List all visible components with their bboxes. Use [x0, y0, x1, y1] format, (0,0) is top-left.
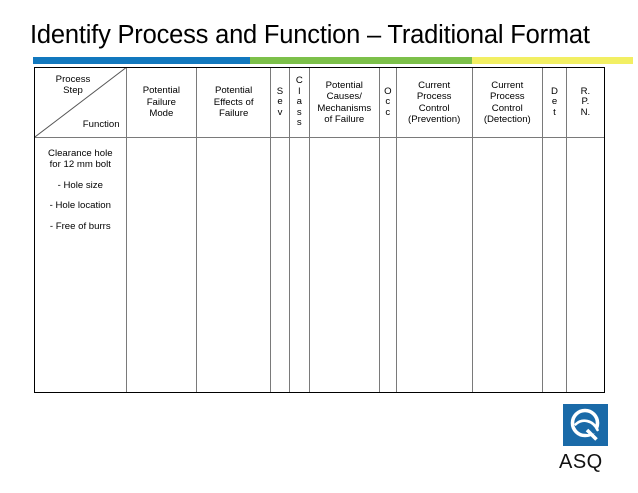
header-class-char2: l: [298, 85, 301, 97]
cell-prevention[interactable]: [397, 138, 473, 392]
cell-severity[interactable]: [271, 138, 290, 392]
asq-logo: ASQ: [557, 404, 619, 472]
cell-rpn[interactable]: [567, 138, 604, 392]
header-det-char2: e: [551, 96, 558, 108]
header-label-function: Function: [82, 118, 120, 130]
page-title: Identify Process and Function – Traditio…: [30, 21, 590, 49]
header-potential-failure-mode: Potential Failure Mode: [126, 68, 198, 138]
header-failure-mode-line2: Failure: [146, 96, 177, 108]
header-causes-line3: Mechanisms: [317, 102, 372, 114]
fmea-table: Process Step Function Potential Failure …: [34, 67, 605, 393]
header-failure-mode-line3: Mode: [149, 108, 174, 120]
header-causes-line2: Causes/: [326, 91, 362, 103]
header-detection-line1: Current: [491, 79, 524, 91]
header-sev-char2: e: [277, 96, 283, 108]
header-occurrence: O c c: [379, 68, 397, 138]
header-detection-line2: Process: [489, 91, 525, 103]
cell-class[interactable]: [290, 138, 310, 392]
header-class-char3: a: [296, 96, 302, 108]
header-occ-char3: c: [385, 106, 391, 118]
header-prevention-line3: Control: [418, 102, 450, 114]
header-severity: S e v: [271, 68, 290, 138]
header-detection-rating: D e t: [543, 68, 567, 138]
header-class-char1: C: [295, 75, 303, 87]
header-class-char5: s: [296, 117, 302, 129]
header-effects-line1: Potential: [214, 85, 253, 97]
asq-q-mark-icon: [563, 404, 608, 446]
cell-process-step-title: Clearance hole for 12 mm bolt: [48, 148, 113, 171]
header-rpn-char3: N.: [580, 106, 591, 118]
accent-segment-yellow: [472, 57, 633, 64]
cell-process-step-bullet-2: - Hole location: [49, 200, 111, 212]
cell-potential-effects[interactable]: [197, 138, 272, 392]
header-det-char1: D: [551, 85, 558, 97]
accent-segment-green: [250, 57, 473, 64]
accent-bar: [33, 57, 633, 64]
cell-detection[interactable]: [473, 138, 544, 392]
accent-segment-blue: [33, 57, 251, 64]
cell-potential-causes[interactable]: [310, 138, 380, 392]
header-class: C l a s s: [289, 68, 310, 138]
header-occ-char1: O: [384, 85, 392, 97]
header-label-process-step-line1: Process: [55, 74, 91, 85]
header-potential-causes: Potential Causes/ Mechanisms of Failure: [309, 68, 380, 138]
header-det-char3: t: [553, 106, 556, 118]
cell-occurrence[interactable]: [380, 138, 397, 392]
header-sev-char3: v: [277, 106, 283, 118]
header-prevention-line2: Process: [416, 91, 452, 103]
header-detection-line4: (Detection): [483, 113, 531, 125]
cell-detection-rating[interactable]: [543, 138, 567, 392]
header-sev-char1: S: [276, 85, 284, 97]
cell-process-step[interactable]: Clearance hole for 12 mm bolt - Hole siz…: [35, 138, 127, 392]
table-row: Clearance hole for 12 mm bolt - Hole siz…: [35, 138, 604, 392]
header-rpn-char1: R.: [580, 85, 591, 97]
cell-process-step-title-line2: for 12 mm bolt: [49, 159, 111, 171]
header-label-process-step: Process Step: [42, 74, 104, 97]
header-current-process-control-prevention: Current Process Control (Prevention): [396, 68, 473, 138]
header-prevention-line1: Current: [418, 79, 451, 91]
cell-process-step-title-line1: Clearance hole: [48, 148, 113, 159]
header-process-step-function: Process Step Function: [35, 68, 127, 138]
header-causes-line1: Potential: [325, 79, 363, 91]
header-failure-mode-line1: Potential: [142, 85, 181, 97]
header-label-process-step-line2: Step: [63, 85, 83, 97]
header-effects-line2: Effects of: [213, 96, 254, 108]
table-header-row: Process Step Function Potential Failure …: [35, 68, 604, 138]
header-effects-line3: Failure: [218, 108, 249, 120]
header-rpn-char2: P.: [581, 96, 590, 108]
header-detection-line3: Control: [491, 102, 523, 114]
cell-potential-failure-mode[interactable]: [127, 138, 198, 392]
header-potential-effects-of-failure: Potential Effects of Failure: [197, 68, 272, 138]
header-current-process-control-detection: Current Process Control (Detection): [472, 68, 544, 138]
asq-wordmark: ASQ: [559, 451, 603, 473]
header-causes-line4: of Failure: [324, 113, 365, 125]
cell-process-step-bullet-1: - Hole size: [57, 179, 103, 191]
header-occ-char2: c: [385, 96, 391, 108]
cell-process-step-bullet-3: - Free of burrs: [49, 220, 111, 232]
header-prevention-line4: (Prevention): [408, 113, 461, 125]
header-class-char4: s: [296, 106, 302, 118]
header-rpn: R. P. N.: [566, 68, 604, 138]
